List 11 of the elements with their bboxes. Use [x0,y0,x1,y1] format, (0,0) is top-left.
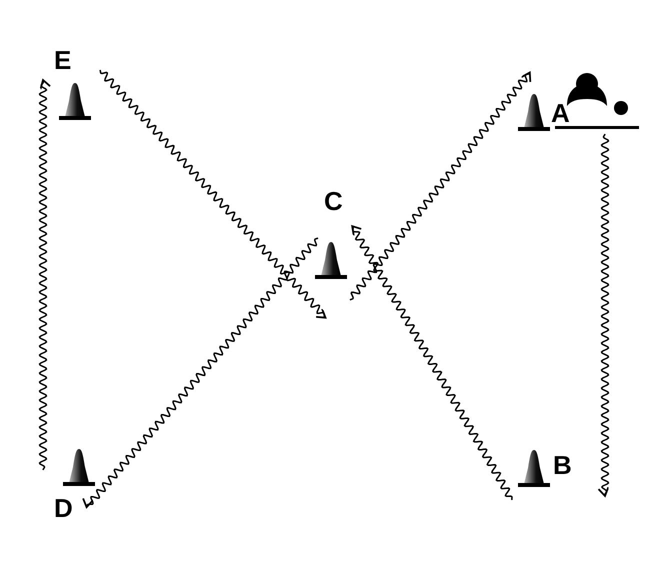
station-letter: D [54,495,73,521]
wavy-arrow [38,79,51,470]
station-letter: E [54,47,72,73]
station-letter: B [553,452,572,478]
wavy-arrow [100,69,326,319]
wavy-arrow [598,134,610,497]
station-letter: A [551,100,570,126]
wavy-arrow [351,225,513,500]
wavy-arrow [349,72,532,300]
station-letter: C [324,188,343,214]
wavy-arrow [82,238,319,508]
